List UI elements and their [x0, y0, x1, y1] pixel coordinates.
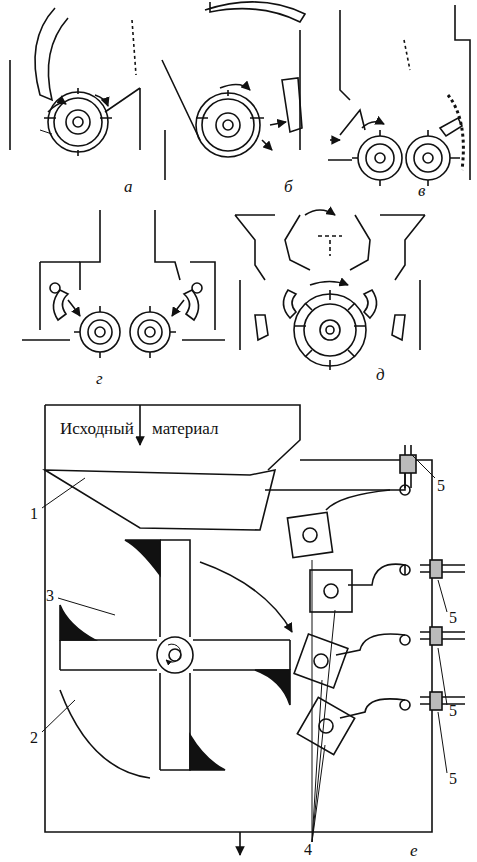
rotor — [60, 540, 292, 778]
crusher-f — [42, 405, 465, 855]
crusher-e — [235, 210, 425, 370]
callout-number: 4 — [304, 842, 312, 858]
callout-number: 3 — [46, 588, 54, 604]
adjusting-rods — [400, 445, 465, 710]
figure-letter: е — [410, 842, 418, 859]
callout-number: 1 — [30, 506, 38, 522]
figure-letter: а — [124, 178, 133, 195]
material-note: Исходный — [58, 420, 136, 437]
figure-letter: г — [96, 370, 103, 387]
callout-number: 2 — [30, 730, 38, 746]
material-note: материал — [150, 420, 221, 437]
figure-letter: б — [284, 178, 293, 195]
crusher-d — [22, 210, 225, 358]
callout-number: 5 — [437, 478, 445, 494]
breaker-plates — [265, 470, 410, 755]
crusher-c — [328, 5, 470, 186]
callout-number: 5 — [449, 771, 457, 787]
leader-lines — [42, 455, 447, 842]
crusher-a — [10, 8, 140, 156]
callout-number: 5 — [449, 703, 457, 719]
callout-number: 5 — [449, 610, 457, 626]
figure-letter: д — [376, 366, 385, 383]
feed-plate — [45, 470, 275, 530]
crusher-b — [162, 2, 305, 180]
figure-letter: в — [418, 182, 425, 199]
